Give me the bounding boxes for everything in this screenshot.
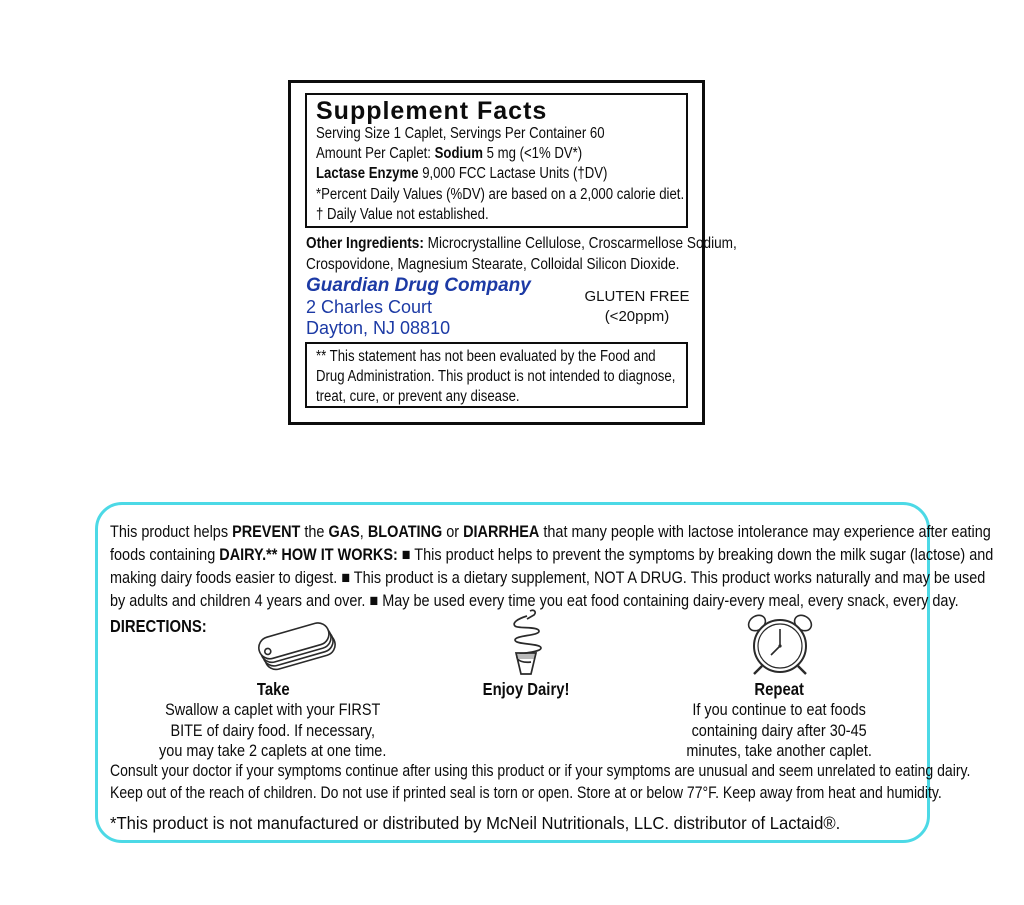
lactase-enzyme-line: Lactase Enzyme 9,000 FCC Lactase Units (… xyxy=(316,165,608,183)
directions-section: DIRECTIONS: xyxy=(110,609,915,760)
company-address-line2: Dayton, NJ 08810 xyxy=(306,318,451,338)
fda-disclaimer-line: Drug Administration. This product is not… xyxy=(316,367,676,385)
other-ingredients-line: Crospovidone, Magnesium Stearate, Colloi… xyxy=(306,255,680,273)
step-repeat: Repeat If you continue to eat foods cont… xyxy=(616,614,915,760)
directions-info-panel: This product helps PREVENT the GAS, BLOA… xyxy=(95,502,994,843)
gluten-free-line: GLUTEN FREE xyxy=(584,288,690,305)
directions-label: DIRECTIONS: xyxy=(110,616,207,636)
percent-dv-footnote: *Percent Daily Values (%DV) are based on… xyxy=(316,185,685,203)
gluten-free-ppm: (<20ppm) xyxy=(604,308,670,325)
supplement-facts-title: Supplement Facts xyxy=(316,97,548,125)
fda-disclaimer-box: ** This statement has not been evaluated… xyxy=(305,342,688,408)
alarm-clock-icon xyxy=(741,614,819,676)
step-repeat-line: minutes, take another caplet. xyxy=(686,741,873,760)
caution-line: Consult your doctor if your symptoms con… xyxy=(110,762,971,780)
step-enjoy-dairy: Enjoy Dairy! xyxy=(436,609,616,760)
fda-disclaimer-line: ** This statement has not been evaluated… xyxy=(316,348,656,365)
fda-disclaimer-line: treat, cure, or prevent any disease. xyxy=(316,387,520,405)
daily-value-footnote: † Daily Value not established. xyxy=(316,205,489,223)
other-ingredients: Other Ingredients: Microcrystalline Cell… xyxy=(306,234,737,275)
intro-paragraph: This product helps PREVENT the GAS, BLOA… xyxy=(110,520,994,612)
company-address-block: Guardian Drug Company 2 Charles Court Da… xyxy=(306,275,531,339)
amount-per-caplet-line: Amount Per Caplet: Sodium 5 mg (<1% DV*) xyxy=(316,145,583,163)
other-ingredients-line: Other Ingredients: Microcrystalline Cell… xyxy=(306,235,737,252)
step-enjoy-title: Enjoy Dairy! xyxy=(482,679,570,699)
intro-line: by adults and children 4 years and over.… xyxy=(110,591,959,610)
manufacturer-footnote: *This product is not manufactured or dis… xyxy=(110,813,841,833)
company-name: Guardian Drug Company xyxy=(306,275,531,296)
serving-size-line: Serving Size 1 Caplet, Servings Per Cont… xyxy=(316,125,605,142)
step-repeat-line: If you continue to eat foods xyxy=(692,700,867,719)
step-take-line: you may take 2 caplets at one time. xyxy=(159,741,387,760)
directions-steps-row: Take Swallow a caplet with your FIRST BI… xyxy=(110,609,915,760)
step-repeat-title: Repeat xyxy=(754,679,805,699)
supplement-facts-box: Supplement Facts Serving Size 1 Caplet, … xyxy=(305,93,688,228)
caution-paragraph: Consult your doctor if your symptoms con… xyxy=(110,760,971,804)
intro-line: making dairy foods easier to digest. ■ T… xyxy=(110,568,986,587)
caplet-icon xyxy=(251,614,346,676)
intro-line: This product helps PREVENT the GAS, BLOA… xyxy=(110,522,991,541)
step-take-title: Take xyxy=(256,679,290,699)
step-repeat-line: containing dairy after 30-45 xyxy=(691,720,868,740)
company-address-line1: 2 Charles Court xyxy=(306,297,433,317)
supplement-facts-panel: Supplement Facts Serving Size 1 Caplet, … xyxy=(288,80,737,425)
caution-line: Keep out of the reach of children. Do no… xyxy=(110,784,942,802)
step-take-line: Swallow a caplet with your FIRST xyxy=(165,700,381,719)
intro-line: foods containing DAIRY.** HOW IT WORKS: … xyxy=(110,545,994,564)
step-take: Take Swallow a caplet with your FIRST BI… xyxy=(110,614,436,760)
soft-serve-icon xyxy=(501,609,551,676)
gluten-free-badge: GLUTEN FREE (<20ppm) xyxy=(567,287,707,327)
step-take-line: BITE of dairy food. If necessary, xyxy=(170,720,376,740)
